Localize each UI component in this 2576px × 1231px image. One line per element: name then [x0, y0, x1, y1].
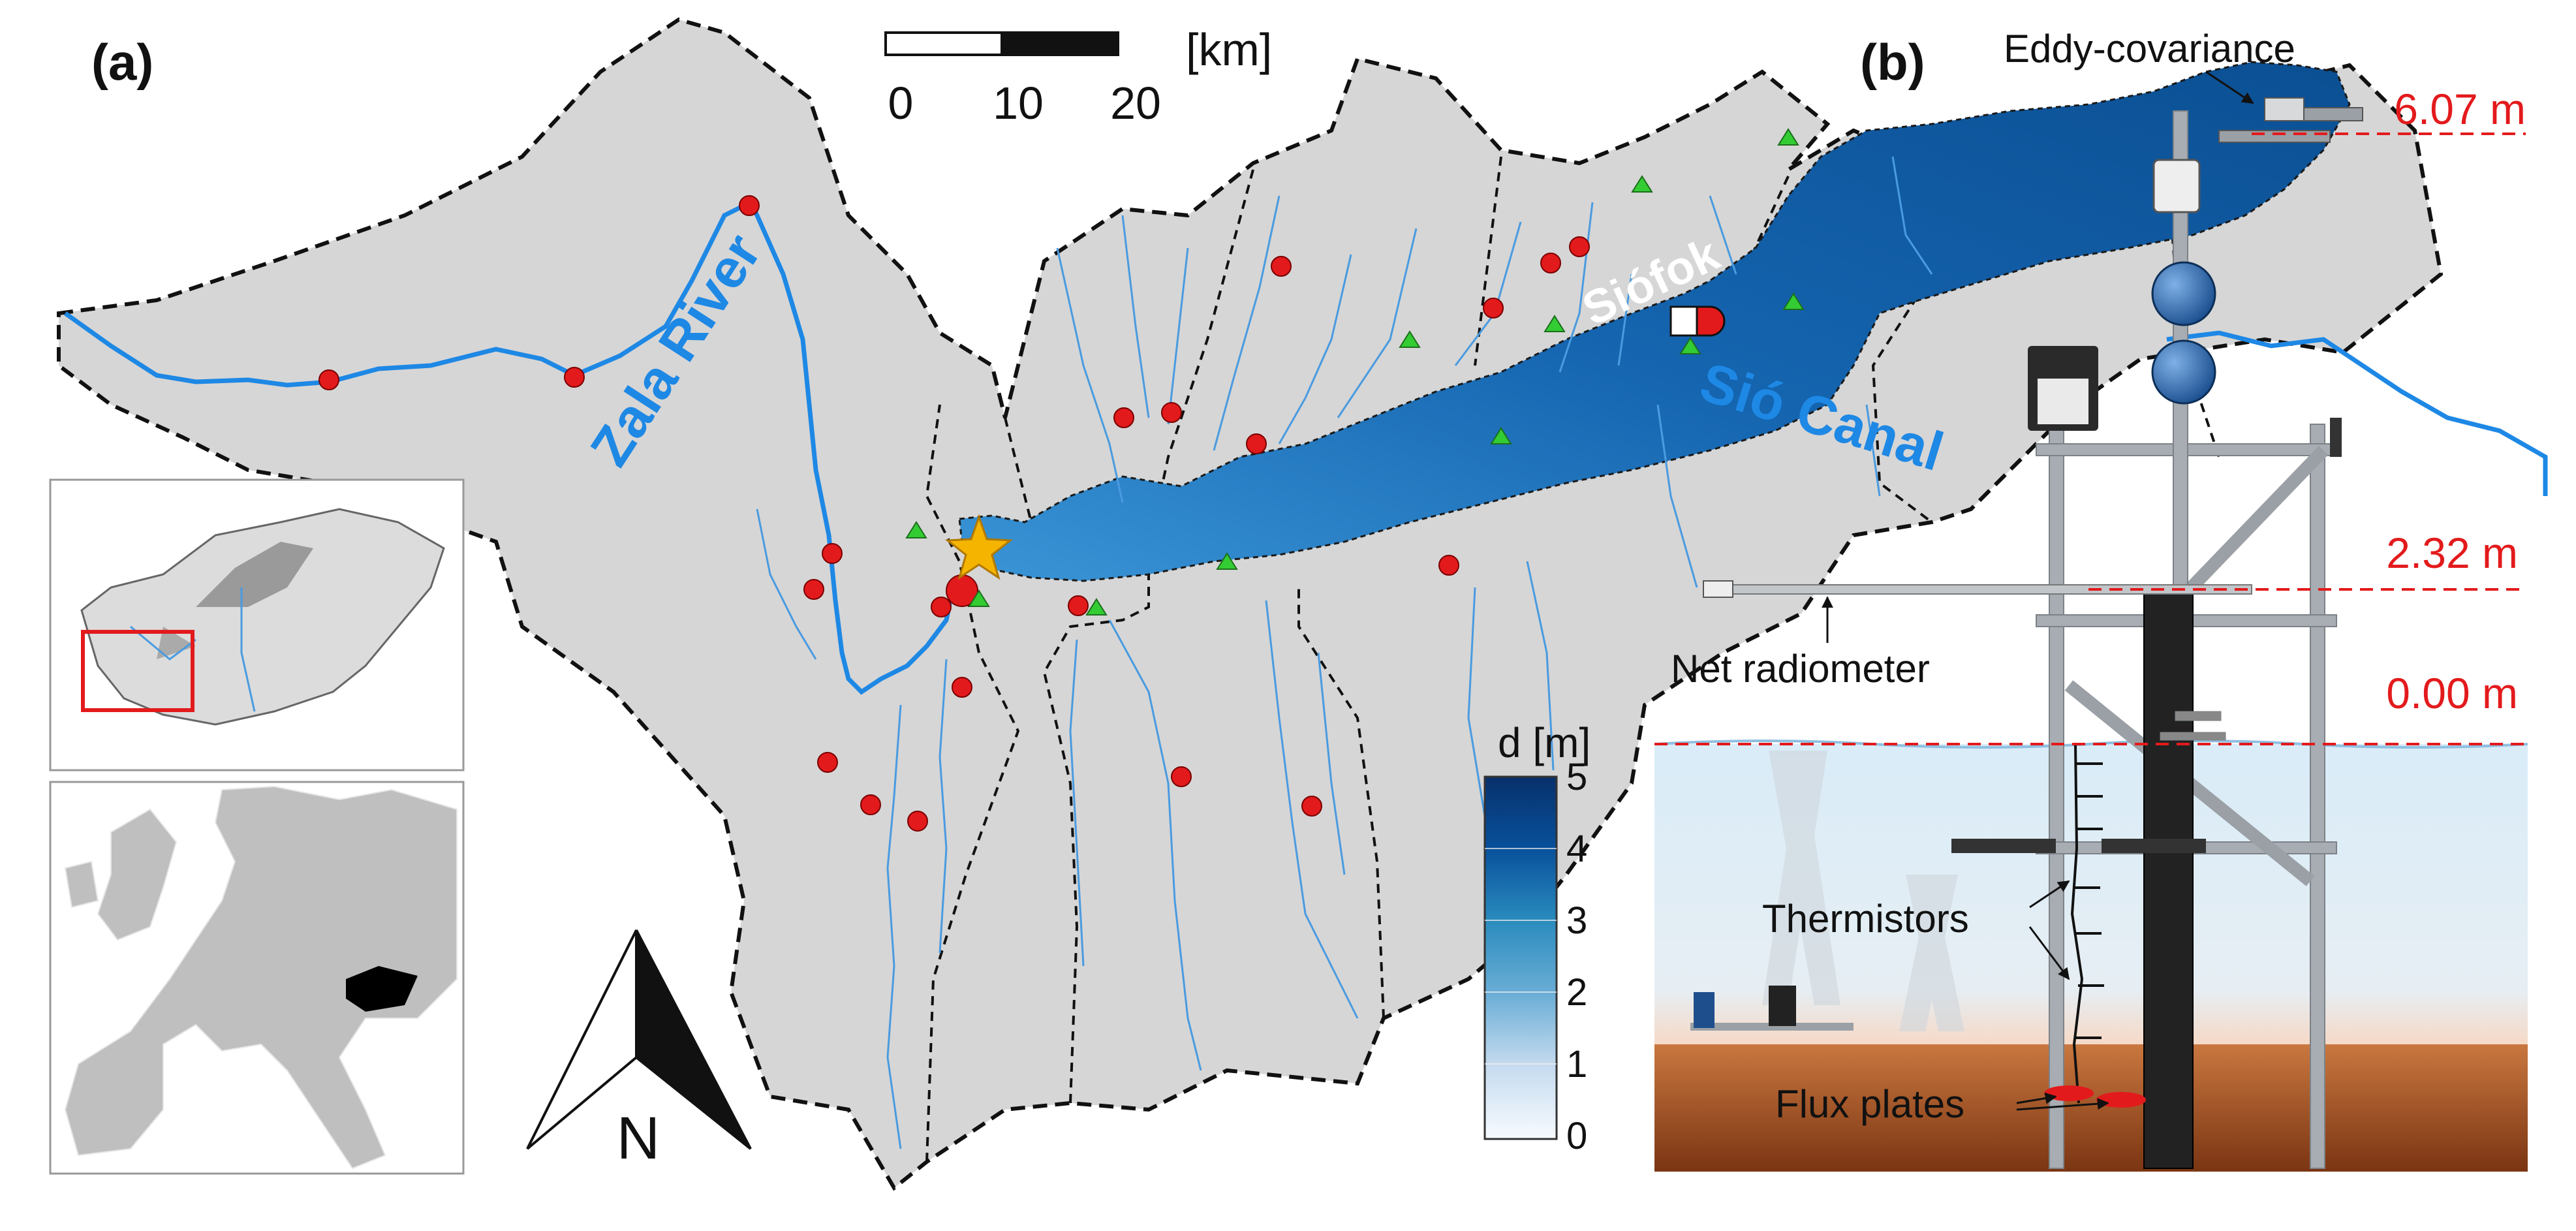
colorbar-tick-5: 5 — [1566, 756, 1587, 798]
sio-canal — [2166, 330, 2548, 496]
scale-tick-0: 0 — [888, 78, 914, 129]
scale-tick-20: 20 — [1110, 78, 1161, 129]
light-beams — [1762, 751, 1964, 1031]
height-surface-label: 0.00 m — [2386, 669, 2518, 717]
scale-unit: [km] — [1186, 24, 1272, 75]
thermistor-chain — [2070, 743, 2104, 1104]
eddy-station-star — [944, 514, 1014, 580]
north-label: N — [617, 1105, 660, 1172]
flux-plates-label: Flux plates — [1775, 1082, 1964, 1126]
sediment-layer — [1654, 1044, 2528, 1172]
sub-basin-boundaries — [925, 156, 2220, 1162]
colorbar-tick-4: 4 — [1566, 828, 1587, 870]
height-lines — [1654, 132, 2526, 745]
inset-hungary — [49, 478, 465, 771]
bottom-loggers — [1690, 986, 1854, 1031]
display-box — [2028, 346, 2098, 431]
inset-hungary-highlight — [346, 966, 418, 1012]
inset-study-area-box — [81, 630, 194, 712]
height-eddy-label: 6.07 m — [2394, 85, 2526, 133]
height-radiometer-label: 2.32 m — [2386, 529, 2518, 577]
inset-europe — [49, 781, 465, 1175]
green-stations — [905, 128, 1805, 616]
colorbar-tick-1: 1 — [1566, 1043, 1587, 1085]
net-radiometer-label: Net radiometer — [1671, 647, 1930, 691]
red-stations — [318, 195, 1590, 832]
submerged-platform — [1951, 839, 2206, 853]
zala-river — [63, 199, 955, 695]
lake-balaton — [958, 61, 2351, 582]
net-radiometer — [1703, 580, 2252, 598]
lower-sphere-sensor — [2151, 339, 2216, 405]
eddy-covariance-label: Eddy-covariance — [2004, 27, 2295, 70]
scale-tick-10: 10 — [993, 78, 1044, 129]
scale-bar: 0 10 20 [km] — [884, 24, 1272, 129]
temperature-shield — [2330, 418, 2342, 457]
colorbar-tick-2: 2 — [1566, 971, 1587, 1014]
panel-a: (a) — [49, 17, 2548, 1191]
panel-b: (b) — [1654, 27, 2528, 1172]
sluice-marker — [1669, 305, 1726, 337]
colorbar-tick-3: 3 — [1566, 899, 1587, 942]
north-arrow: N — [526, 929, 752, 1172]
thermistors-label: Thermistors — [1762, 897, 1969, 941]
panel-a-label: (a) — [91, 33, 153, 91]
colorbar-title: d [m] — [1498, 719, 1591, 766]
upper-sphere-sensor — [2151, 261, 2216, 326]
colorbar-tick-0: 0 — [1566, 1115, 1587, 1157]
eddy-covariance-sensor — [2152, 97, 2363, 213]
depth-colorbar: d [m] 5 4 3 2 1 0 — [1483, 719, 1591, 1157]
panel-b-label: (b) — [1860, 33, 1925, 91]
